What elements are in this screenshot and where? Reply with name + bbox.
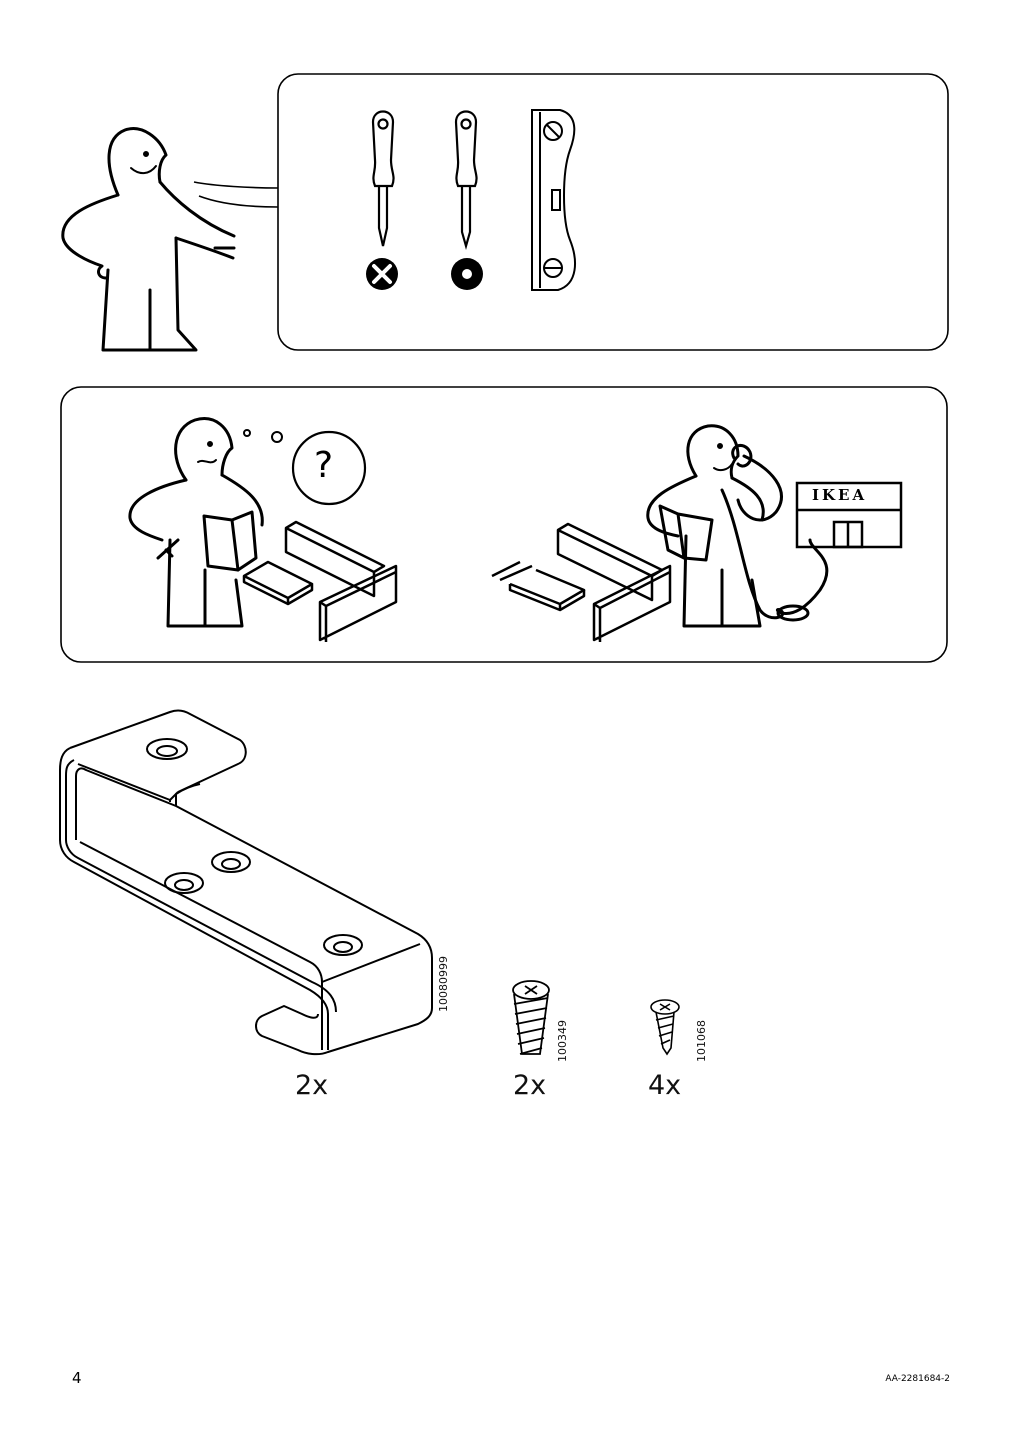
ikea-store-icon <box>795 481 903 549</box>
quantity-screw-small: 4x <box>648 1070 682 1101</box>
confused-person-icon <box>128 417 264 628</box>
screw-large-icon <box>512 980 550 1055</box>
bracket-icon <box>59 709 433 1056</box>
person-on-phone-icon <box>646 424 829 628</box>
quantity-bracket: 2x <box>295 1070 329 1101</box>
spirit-level-icon <box>531 109 576 291</box>
quantity-screw-large: 2x <box>513 1070 547 1101</box>
furniture-pieces-left <box>242 520 398 642</box>
screw-small-icon <box>650 999 680 1056</box>
flathead-screwdriver-icon <box>454 110 478 251</box>
help-panel-drawing <box>60 386 948 663</box>
tools-panel <box>0 0 1012 360</box>
tools-panel-drawing <box>61 73 949 352</box>
question-mark: ? <box>314 445 334 486</box>
cross-mark-icon <box>366 258 398 290</box>
dot-mark-icon <box>451 258 483 290</box>
furniture-pieces-right <box>491 522 672 642</box>
question-bubble <box>291 430 367 506</box>
parts-section: 10080999 100349 101068 2x 2x 4x <box>0 690 1012 1130</box>
store-sign: IKEA <box>812 486 868 504</box>
parts-drawing <box>59 709 680 1056</box>
part-number-screw-large: 100349 <box>556 1020 569 1062</box>
page-number: 4 <box>72 1369 82 1387</box>
part-number-screw-small: 101068 <box>695 1020 708 1062</box>
help-panel: ? IKEA <box>0 380 1012 670</box>
document-id: AA-2281684-2 <box>885 1374 950 1384</box>
person-pointing-icon <box>61 127 236 352</box>
phillips-screwdriver-icon <box>371 110 395 247</box>
part-number-bracket: 10080999 <box>437 956 450 1012</box>
